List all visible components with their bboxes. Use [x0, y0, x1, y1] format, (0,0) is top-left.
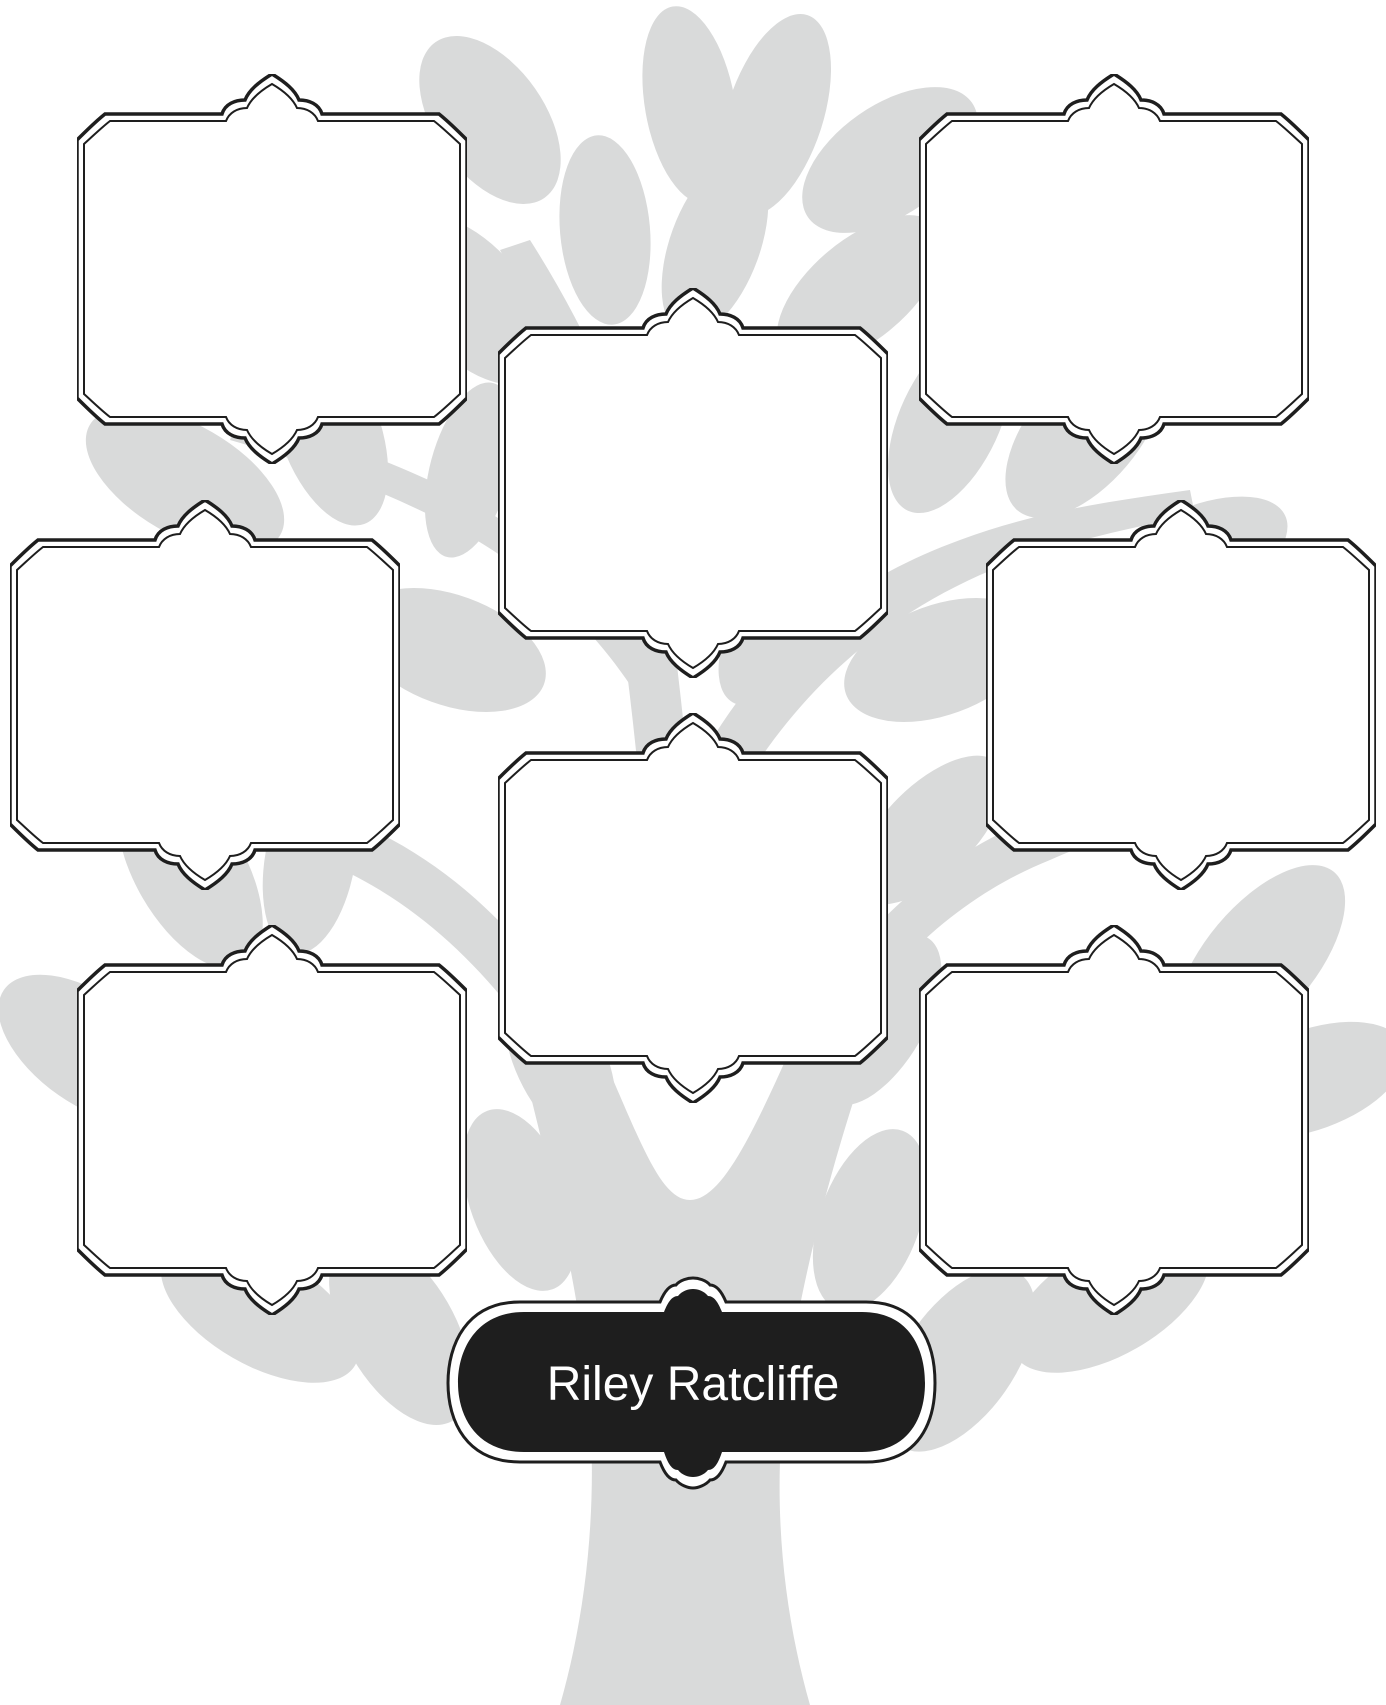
frame-ancestor-middle-left[interactable]	[10, 500, 400, 890]
frame-parent-center-bottom[interactable]	[498, 713, 888, 1103]
frame-parent-center-top[interactable]	[498, 288, 888, 678]
frame-ancestor-bottom-left[interactable]	[77, 925, 467, 1315]
frame-ancestor-middle-right[interactable]	[986, 500, 1376, 890]
name-plaque: Riley Ratcliffe	[448, 1278, 935, 1488]
name-plaque-text: Riley Ratcliffe	[547, 1358, 840, 1411]
frame-ancestor-bottom-right[interactable]	[919, 925, 1309, 1315]
frame-ancestor-top-left[interactable]	[77, 74, 467, 464]
tree-leaf	[552, 131, 658, 328]
frame-ancestor-top-right[interactable]	[919, 74, 1309, 464]
